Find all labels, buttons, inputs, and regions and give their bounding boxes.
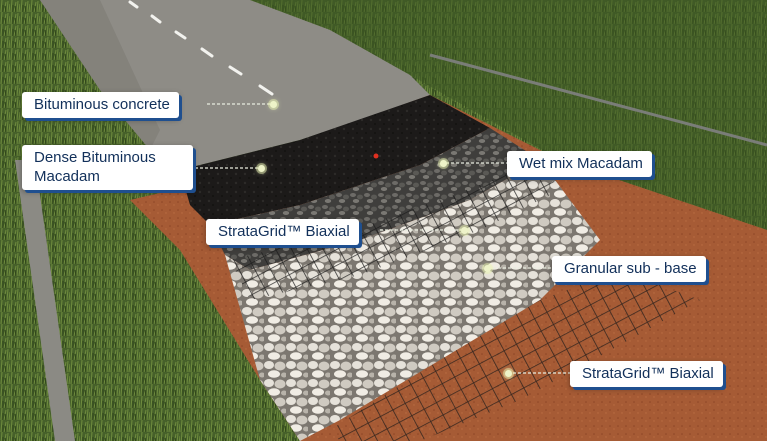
- label-stratagrid-biaxial-upper: StrataGrid™ Biaxial: [206, 219, 359, 245]
- label-dense-bituminous-macadam: Dense Bituminous Macadam: [22, 145, 193, 190]
- dense-macadam-marker: [258, 165, 265, 172]
- bituminous-concrete-marker: [270, 101, 277, 108]
- stratagrid-upper-marker: [461, 227, 468, 234]
- label-wet-mix-macadam: Wet mix Macadam: [507, 151, 652, 177]
- stratagrid-lower-marker: [505, 370, 512, 377]
- granular-sub-base-marker: [484, 265, 491, 272]
- label-granular-sub-base: Granular sub - base: [552, 256, 706, 282]
- wet-mix-marker: [440, 160, 447, 167]
- label-stratagrid-biaxial-lower: StrataGrid™ Biaxial: [570, 361, 723, 387]
- label-bituminous-concrete: Bituminous concrete: [22, 92, 179, 118]
